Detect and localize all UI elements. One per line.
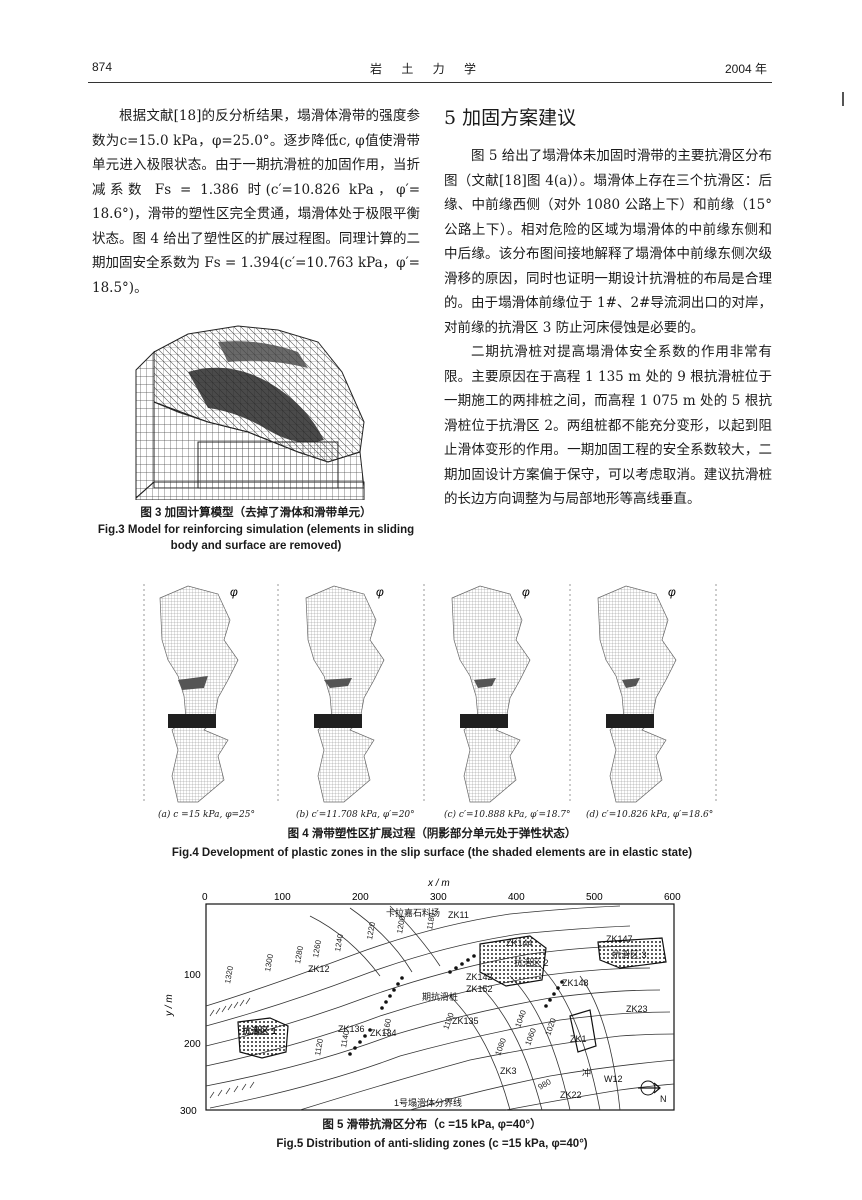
svg-text:100: 100 xyxy=(274,892,291,903)
figure4-subcaption-c: (c) c′=10.888 kPa, φ′=18.7° xyxy=(444,810,571,820)
figure5-zone-3 xyxy=(597,937,667,969)
svg-text:ZK11: ZK11 xyxy=(448,910,469,920)
svg-text:ZK135: ZK135 xyxy=(452,1016,479,1026)
svg-text:300: 300 xyxy=(430,892,447,903)
svg-text:400: 400 xyxy=(508,892,525,903)
svg-text:ZK1: ZK1 xyxy=(570,1034,587,1044)
svg-text:1280: 1280 xyxy=(293,945,305,965)
figure5-zone-front xyxy=(569,1009,597,1053)
svg-text:ZK142: ZK142 xyxy=(466,972,493,982)
figure4-subcaption-b: (b) c′=11.708 kPa, φ′=20° xyxy=(296,810,415,820)
svg-text:冲: 冲 xyxy=(582,1067,591,1078)
figure5-x-label: x / m xyxy=(427,878,450,889)
svg-text:980: 980 xyxy=(537,1077,554,1092)
section5-paragraph-2: 二期抗滑桩对提高塌滑体安全系数的作用非常有限。主要原因在于高程 1 135 m … xyxy=(444,344,772,507)
svg-text:ZK147: ZK147 xyxy=(606,934,633,944)
left-column-paragraph: 根据文献[18]的反分析结果，塌滑体滑带的强度参数为c=15.0 kPa，φ=2… xyxy=(92,108,420,296)
svg-text:1160: 1160 xyxy=(381,1017,393,1036)
figure5-annotations: 卡拉嘉石料场 ZK11 ZK12 ZK144 抗滑区 2 ZK142 ZK147… xyxy=(242,907,667,1108)
figure3-caption-en: Fig.3 Model for reinforcing simulation (… xyxy=(97,524,415,552)
svg-text:1220: 1220 xyxy=(365,921,377,941)
figure3-mesh-model xyxy=(135,325,365,500)
figure5-caption-cn: 图 5 滑带抗滑区分布（c =15 kPa, φ=40°） xyxy=(322,1119,542,1131)
figure4-caption-en: Fig.4 Development of plastic zones in th… xyxy=(171,847,693,859)
figure4-subcaption-a: (a) c =15 kPa, φ=25° xyxy=(158,810,255,820)
page-number: 874 xyxy=(92,60,113,74)
svg-text:1200: 1200 xyxy=(395,915,407,935)
figure5-zone-1 xyxy=(237,1017,289,1059)
svg-text:1300: 1300 xyxy=(263,953,275,973)
journal-year: 2004 年 xyxy=(725,62,768,76)
svg-text:200: 200 xyxy=(184,1039,201,1050)
north-arrow-icon xyxy=(638,1080,661,1096)
figure4-panel-d xyxy=(597,584,717,803)
figure4-phi-c: φ xyxy=(522,585,530,599)
svg-text:ZK23: ZK23 xyxy=(626,1004,648,1014)
svg-text:期抗滑桩: 期抗滑桩 xyxy=(422,991,458,1002)
figure4-phi-d: φ xyxy=(668,585,676,599)
figure5-caption-en: Fig.5 Distribution of anti-sliding zones… xyxy=(276,1138,588,1150)
figure4-phi-a: φ xyxy=(230,585,238,599)
figure5-x-ticks: 0 100 200 300 400 500 600 xyxy=(202,892,681,903)
svg-text:1240: 1240 xyxy=(333,933,345,953)
section5-heading: 5 加固方案建议 xyxy=(444,107,577,129)
figure5-edge-hatch xyxy=(209,997,255,1099)
svg-text:1320: 1320 xyxy=(223,965,235,985)
svg-text:ZK136: ZK136 xyxy=(338,1024,365,1034)
section5-body: 图 5 给出了塌滑体未加固时滑带的主要抗滑区分布图（文献[18]图 4(a)）。… xyxy=(444,144,772,512)
figure5-contour-labels: 1320 1300 1280 1260 1240 1220 1200 1180 … xyxy=(223,911,558,1091)
svg-text:1080: 1080 xyxy=(493,1036,508,1056)
figure4-subcaption-d: (d) c′=10.826 kPa, φ′=18.6° xyxy=(586,810,714,820)
svg-text:1140: 1140 xyxy=(339,1029,351,1048)
figure5-frame xyxy=(205,903,675,1111)
svg-text:ZK152: ZK152 xyxy=(466,984,493,994)
section5-paragraph-1: 图 5 给出了塌滑体未加固时滑带的主要抗滑区分布图（文献[18]图 4(a)）。… xyxy=(444,148,772,336)
svg-text:抗滑区 1: 抗滑区 1 xyxy=(242,1025,277,1036)
figure4-phi-b: φ xyxy=(376,585,384,599)
svg-text:抗滑区 2: 抗滑区 2 xyxy=(514,957,549,968)
svg-text:ZK134: ZK134 xyxy=(370,1028,397,1038)
figure5-piles xyxy=(348,954,564,1056)
svg-text:抗滑区 3: 抗滑区 3 xyxy=(612,949,647,960)
figure5-contour-map: x / m 0 100 200 300 400 500 600 100 200 … xyxy=(164,878,681,1116)
figure5-zone-2 xyxy=(479,935,547,987)
svg-text:ZK144: ZK144 xyxy=(506,938,533,948)
svg-text:1号塌滑体分界线: 1号塌滑体分界线 xyxy=(394,1097,462,1108)
journal-title: 岩 土 力 学 xyxy=(370,62,485,76)
svg-text:1180: 1180 xyxy=(425,911,437,930)
svg-text:卡拉嘉石料场: 卡拉嘉石料场 xyxy=(386,907,440,918)
svg-text:1260: 1260 xyxy=(311,939,323,959)
svg-text:1120: 1120 xyxy=(313,1037,325,1056)
svg-text:500: 500 xyxy=(586,892,603,903)
svg-text:ZK3: ZK3 xyxy=(500,1066,517,1076)
figure5-y-ticks: 100 200 300 xyxy=(180,970,201,1116)
svg-text:W12: W12 xyxy=(604,1074,623,1084)
svg-text:600: 600 xyxy=(664,892,681,903)
svg-text:100: 100 xyxy=(184,970,201,981)
margin-mark xyxy=(842,92,844,106)
svg-text:ZK148: ZK148 xyxy=(562,978,589,988)
figure4-panel-c xyxy=(451,584,571,803)
figure3-caption-cn: 图 3 加固计算模型（去掉了滑体和滑带单元） xyxy=(140,507,372,519)
figure4-panels: φ φ φ φ xyxy=(143,584,717,803)
figure4-panel-b xyxy=(305,584,425,803)
svg-text:1040: 1040 xyxy=(513,1008,528,1028)
svg-text:N: N xyxy=(660,1094,667,1104)
svg-text:1020: 1020 xyxy=(543,1016,558,1036)
svg-text:ZK12: ZK12 xyxy=(308,964,330,974)
svg-text:200: 200 xyxy=(352,892,369,903)
svg-text:1060: 1060 xyxy=(523,1026,538,1046)
svg-text:ZK22: ZK22 xyxy=(560,1090,582,1100)
figure5-y-label: y / m xyxy=(164,994,175,1017)
header-rule xyxy=(88,82,772,83)
figure4-caption-cn: 图 4 滑带塑性区扩展过程（阴影部分单元处于弹性状态） xyxy=(287,828,577,840)
svg-text:300: 300 xyxy=(180,1106,197,1116)
figure4-panel-a xyxy=(143,584,279,803)
svg-text:0: 0 xyxy=(202,892,208,903)
